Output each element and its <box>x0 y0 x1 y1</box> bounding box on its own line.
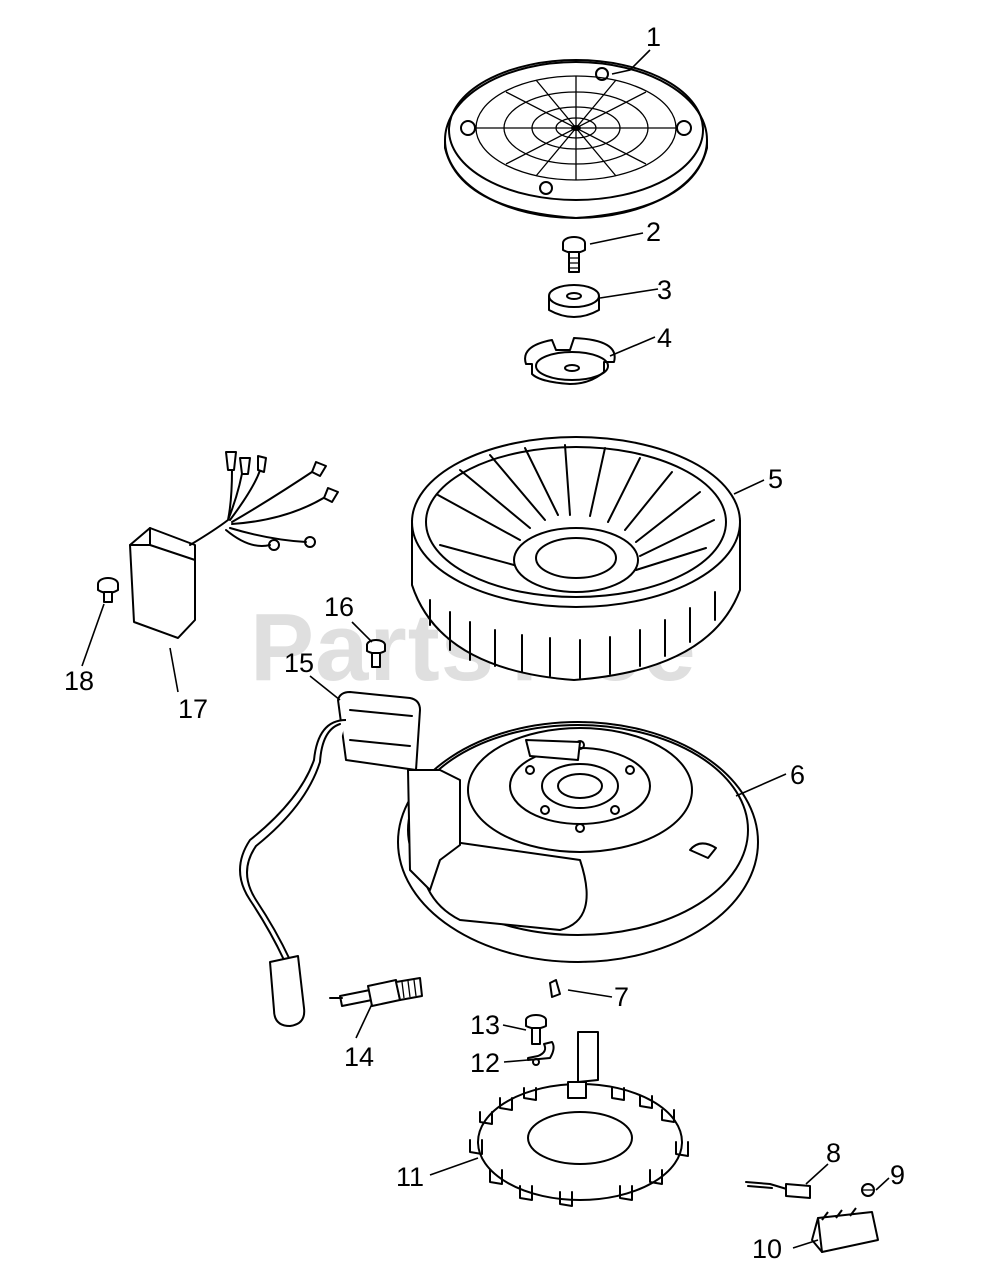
callout-2: 2 <box>646 217 661 247</box>
part-16-screw-icon[interactable] <box>366 639 386 668</box>
part-6-flywheel-icon[interactable] <box>397 721 759 963</box>
callout-16: 16 <box>324 592 354 622</box>
callout-14: 14 <box>344 1042 374 1072</box>
part-3-washer-icon[interactable] <box>548 284 600 318</box>
part-5-cooling-fan-icon[interactable] <box>411 436 741 681</box>
part-10-rectifier-regulator-icon[interactable] <box>811 1207 879 1253</box>
callout-labels: 1 2 3 4 5 6 7 8 9 10 11 12 13 14 15 16 1… <box>64 22 905 1264</box>
callout-13: 13 <box>470 1010 500 1040</box>
callout-7: 7 <box>614 982 629 1012</box>
part-4-fan-mount-plate-icon[interactable] <box>524 337 616 385</box>
part-1-blower-housing-icon[interactable] <box>444 59 708 219</box>
callout-12: 12 <box>470 1048 500 1078</box>
part-11-stator-icon[interactable] <box>469 1031 689 1207</box>
part-17-ignition-module-icon[interactable] <box>129 451 339 639</box>
part-8-connector-icon[interactable] <box>745 1181 811 1199</box>
callout-1: 1 <box>646 22 661 52</box>
callout-10: 10 <box>752 1234 782 1264</box>
part-12-clip-icon[interactable] <box>527 1041 555 1066</box>
callout-4: 4 <box>657 323 672 353</box>
callout-11: 11 <box>396 1162 424 1192</box>
part-14-spark-plug-icon[interactable] <box>329 977 423 1007</box>
callout-8: 8 <box>826 1138 841 1168</box>
part-15-ignition-coil-icon[interactable] <box>239 691 421 1027</box>
callout-18: 18 <box>64 666 94 696</box>
leader-lines <box>81 49 890 1249</box>
callout-15: 15 <box>284 648 314 678</box>
callout-6: 6 <box>790 760 805 790</box>
callout-9: 9 <box>890 1160 905 1190</box>
part-18-screw-icon[interactable] <box>97 577 119 603</box>
callout-3: 3 <box>657 275 672 305</box>
callout-17: 17 <box>178 694 208 724</box>
callout-5: 5 <box>768 464 783 494</box>
part-2-screw-icon[interactable] <box>562 236 586 273</box>
part-13-screw-icon[interactable] <box>525 1014 547 1045</box>
part-7-key-icon[interactable] <box>549 979 561 998</box>
part-9-screw-icon[interactable] <box>861 1183 875 1197</box>
